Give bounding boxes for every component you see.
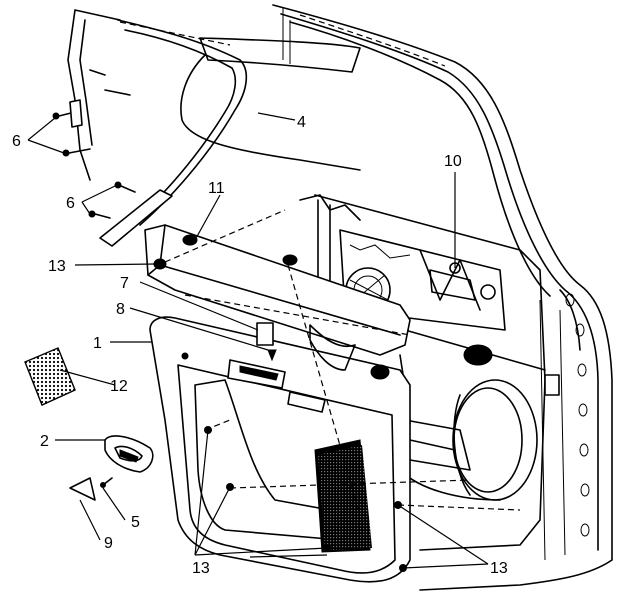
callout-13-upper: 13 [48, 258, 66, 275]
screw-icon [88, 210, 111, 219]
callout-1: 1 [93, 335, 102, 352]
window-glass-seal [67, 9, 361, 247]
callout-10: 10 [444, 153, 462, 170]
callout-12: 12 [110, 378, 128, 395]
screw-5 [100, 477, 113, 488]
callout-8: 8 [116, 301, 125, 318]
callout-13-lower-right: 13 [490, 560, 508, 577]
speaker-grille-12 [24, 347, 76, 406]
callout-6-lower: 6 [66, 195, 75, 212]
callout-11: 11 [208, 180, 225, 197]
callout-9: 9 [104, 535, 113, 552]
callout-13-lower-left: 13 [192, 560, 210, 577]
screws-6 [52, 99, 136, 219]
callout-5: 5 [131, 514, 140, 531]
callout-6-upper: 6 [12, 133, 21, 150]
screw-icon [62, 148, 91, 157]
screw-icon [114, 181, 136, 193]
cap-9 [69, 477, 96, 501]
leader-lines [27, 112, 489, 569]
callout-2: 2 [40, 433, 49, 450]
callout-7: 7 [120, 275, 129, 292]
handle-bezel-2 [104, 435, 154, 473]
callout-4: 4 [297, 114, 306, 131]
door-trim-panel [144, 209, 521, 583]
callout-labels: 1 2 4 5 6 6 7 8 9 10 11 12 13 13 13 [12, 114, 508, 577]
